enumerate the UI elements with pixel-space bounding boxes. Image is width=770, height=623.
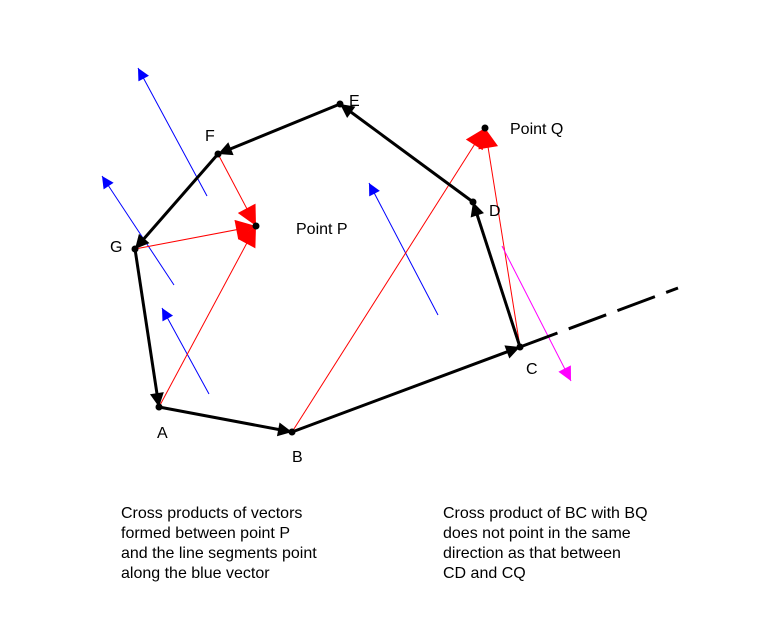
edge-ab bbox=[158, 405, 293, 437]
point-q bbox=[481, 124, 489, 132]
vector-b-to-q bbox=[291, 127, 486, 433]
edge-cd bbox=[470, 201, 522, 348]
edge-ef bbox=[217, 102, 341, 156]
label-e: E bbox=[349, 93, 360, 110]
vertex-d bbox=[469, 198, 477, 206]
normal-vector-ag bbox=[161, 307, 210, 395]
normal-vector-gp bbox=[101, 175, 175, 286]
vertex-g bbox=[131, 245, 139, 253]
opposite-normal-vector bbox=[501, 245, 572, 382]
point-p bbox=[252, 222, 260, 230]
vertex-c bbox=[516, 343, 524, 351]
vector-c-to-q bbox=[478, 127, 521, 348]
label-a: A bbox=[157, 425, 168, 442]
vertex-f bbox=[214, 150, 222, 158]
caption-point-p: Cross products of vectors formed between… bbox=[121, 505, 317, 582]
label-d: D bbox=[489, 203, 501, 220]
label-g: G bbox=[110, 239, 122, 256]
label-c: C bbox=[526, 361, 538, 378]
normal-vector-center bbox=[368, 182, 439, 316]
edge-bc bbox=[291, 345, 521, 434]
edge-ga bbox=[133, 248, 164, 408]
label-f: F bbox=[205, 128, 215, 145]
vector-f-to-p bbox=[217, 153, 257, 227]
bc-extension-dashed bbox=[519, 286, 679, 349]
label-point-q: Point Q bbox=[510, 121, 563, 138]
vector-a-to-p bbox=[158, 225, 257, 408]
normal-vector-fg bbox=[137, 67, 208, 197]
label-b: B bbox=[292, 449, 303, 466]
vertex-e bbox=[336, 100, 344, 108]
edge-de bbox=[339, 102, 474, 204]
vertex-b bbox=[288, 428, 296, 436]
edge-fg bbox=[133, 153, 220, 250]
vector-g-to-p bbox=[134, 219, 257, 250]
label-point-p: Point P bbox=[296, 221, 348, 238]
vertex-a bbox=[155, 403, 163, 411]
caption-point-q: Cross product of BC with BQ does not poi… bbox=[443, 505, 648, 582]
